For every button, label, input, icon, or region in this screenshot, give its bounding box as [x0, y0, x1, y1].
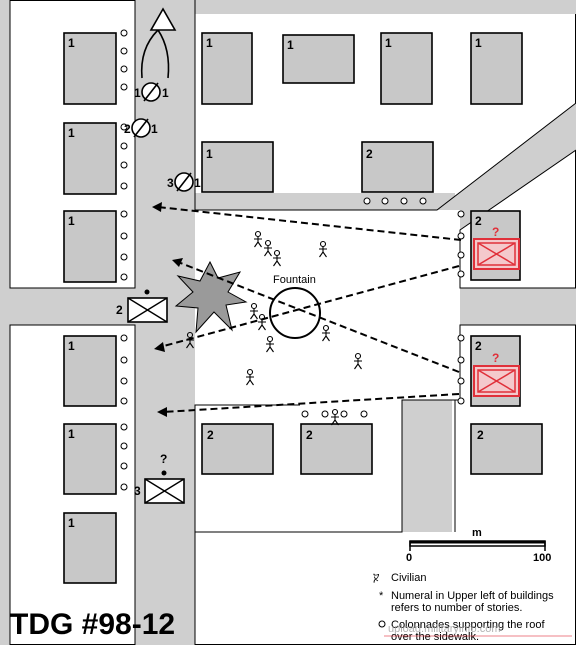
diagonal-street: [437, 103, 576, 230]
building: [63, 512, 117, 584]
fire-line: [162, 393, 460, 413]
civilian-icon: [264, 239, 272, 257]
arrowhead: [152, 202, 162, 212]
building-story-label: 2: [306, 428, 313, 442]
legend-civilian-icon: ⴟ: [373, 571, 380, 583]
building-story-label: 1: [385, 36, 392, 50]
building-story-label: 1: [68, 516, 75, 530]
fire-line: [157, 206, 462, 241]
svg-text:3: 3: [167, 176, 174, 190]
lower-side-street: [402, 400, 452, 532]
advance-arrow-head-icon: [149, 7, 177, 31]
svg-text:Civilian: Civilian: [391, 572, 426, 584]
building: [201, 141, 274, 193]
building-story-label: 1: [68, 36, 75, 50]
building-story-label: 1: [206, 147, 213, 161]
colonnades: [120, 29, 465, 491]
building: [63, 122, 117, 195]
building: [63, 32, 117, 105]
civilian-icon: [250, 302, 258, 320]
building-story-label: 2: [477, 428, 484, 442]
svg-text:Numeral in Upper left of build: Numeral in Upper left of buildings: [391, 590, 554, 602]
enemy-unit-bottom: ?: [473, 351, 520, 397]
svg-text:m: m: [472, 527, 482, 539]
arrowhead: [157, 407, 167, 417]
legend-colonnade-icon: [378, 620, 386, 628]
svg-text:Colonnades supporting the roof: Colonnades supporting the roof: [391, 619, 545, 631]
friendly-unit-3: ? 3: [134, 452, 185, 504]
civilian-icon: [331, 408, 339, 426]
building: [380, 32, 433, 105]
svg-text:1: 1: [162, 86, 169, 100]
building-story-label: 2: [366, 147, 373, 161]
civilian-icon: [186, 331, 194, 349]
plaza: [195, 210, 460, 400]
building: [470, 423, 543, 475]
civilian-icon: [322, 324, 330, 342]
legend: ⴟ Civilian * Numeral in Upper left of bu…: [373, 571, 572, 643]
building: [470, 32, 523, 105]
civilian-icon: [246, 368, 254, 386]
civilian-icon: [258, 313, 266, 331]
building: [63, 210, 117, 283]
svg-text:?: ?: [492, 351, 499, 365]
building: [282, 34, 355, 84]
building: [361, 141, 434, 193]
arrowhead: [172, 258, 183, 267]
svg-text:3: 3: [134, 484, 141, 498]
building: [63, 423, 117, 495]
left-edge-street: [0, 0, 10, 645]
fire-line: [177, 261, 460, 373]
building-story-label: 1: [206, 36, 213, 50]
top-street: [195, 0, 576, 14]
building-story-label: 1: [68, 214, 75, 228]
curbs: [9, 0, 576, 645]
svg-text:*: *: [379, 590, 384, 602]
building-story-label: 2: [207, 428, 214, 442]
map-title: TDG #98-12: [10, 608, 175, 641]
fire-line: [159, 265, 460, 348]
scale-bar: m 0 100: [406, 527, 551, 564]
civilian-icon: [266, 335, 274, 353]
svg-text:?: ?: [160, 452, 167, 466]
obstacles: 1 1 2 1 3 1: [124, 82, 201, 192]
civilian-icon: [354, 352, 362, 370]
building-story-label: 2: [475, 214, 482, 228]
svg-text:?: ?: [492, 225, 499, 239]
svg-text:1: 1: [134, 86, 141, 100]
explosion-icon: [174, 260, 248, 334]
building: [63, 335, 117, 407]
friendly-unit-2: 2: [116, 289, 168, 323]
civilian-icon: [273, 249, 281, 267]
svg-text:1: 1: [151, 122, 158, 136]
building-story-label: 1: [68, 427, 75, 441]
building-story-label: 1: [68, 339, 75, 353]
svg-text:2: 2: [124, 122, 131, 136]
svg-text:100: 100: [533, 552, 551, 564]
svg-text:over the sidewalk.: over the sidewalk.: [391, 631, 479, 643]
building-story-label: 2: [475, 339, 482, 353]
building: [300, 423, 373, 475]
arrowhead: [154, 342, 165, 352]
svg-text:refers to number of stories.: refers to number of stories.: [391, 602, 522, 614]
building: [201, 32, 253, 105]
building: [201, 423, 274, 475]
fountain-label: Fountain: [273, 274, 316, 286]
svg-text:1: 1: [194, 176, 201, 190]
fire-lines: [152, 202, 462, 417]
building-labels: 1 1 1 1 1 1 1 1 2 2 1 1 1 2 2 2 2: [68, 36, 484, 530]
building-story-label: 1: [287, 38, 294, 52]
fountain: [269, 287, 321, 339]
watermark: upload.militaryinfo.com: [388, 623, 501, 635]
svg-text:0: 0: [406, 552, 412, 564]
building-story-label: 1: [475, 36, 482, 50]
svg-text:2: 2: [116, 303, 123, 317]
building-story-label: 1: [68, 126, 75, 140]
civilians: [186, 230, 362, 426]
civilian-icon: [254, 230, 262, 248]
enemy-unit-top: ?: [473, 225, 520, 270]
civilian-icon: [319, 240, 327, 258]
